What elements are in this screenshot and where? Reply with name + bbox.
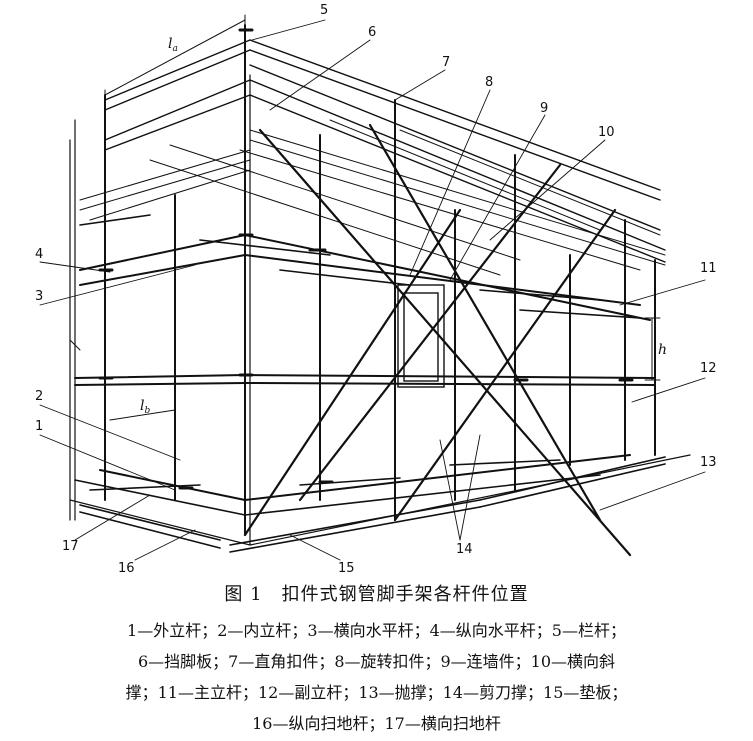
base-plates [74,456,666,553]
callout-10: 10 [598,125,615,140]
callout-3: 3 [35,289,43,304]
longitudinal-ledgers [74,234,656,501]
figure-title: 图 1 扣件式钢管脚手架各杆件位置 [224,584,529,605]
transverse-ledgers [79,214,641,491]
callout-numbers: 1 2 3 4 5 6 7 8 9 10 11 12 13 14 15 16 1… [35,3,717,576]
dimension-label-h: h [658,342,667,358]
callout-1: 1 [35,419,43,434]
callout-leaders [39,19,706,561]
svg-text:lb: lb [140,398,150,416]
callout-7: 7 [442,55,450,70]
callout-15: 15 [338,561,355,575]
callout-13: 13 [700,455,717,470]
callout-5: 5 [320,3,328,18]
legend-line-1: 1—外立杆；2—内立杆；3—横向水平杆；4—纵向水平杆；5—栏杆； [127,621,626,640]
vertical-posts [104,24,656,536]
window-opening [397,284,445,388]
callout-17: 17 [62,539,79,554]
railing-top [104,39,666,263]
scaffold-drawing: 1 2 3 4 5 6 7 8 9 10 11 12 13 14 15 16 1… [35,3,717,576]
dimension-label-lb: lb [140,398,150,416]
building-outline [69,74,691,546]
callout-9: 9 [540,101,548,116]
callout-14: 14 [456,542,473,557]
callout-4: 4 [35,247,43,262]
callout-16: 16 [118,561,135,575]
callout-11: 11 [700,261,717,276]
couplers [98,28,634,490]
callout-12: 12 [700,361,717,376]
svg-text:la: la [168,36,178,54]
legend-line-2: 6—挡脚板；7—直角扣件；8—旋转扣件；9—连墙件；10—横向斜 [137,652,616,671]
legend-line-3: 撑；11—主立杆；12—副立杆；13—抛撑；14—剪刀撑；15—垫板； [125,683,628,702]
callout-2: 2 [35,389,43,404]
dimension-label-la: la [168,36,178,54]
legend-line-4: 16—纵向扫地杆；17—横向扫地杆 [252,714,501,733]
scissor-braces [243,123,632,557]
callout-6: 6 [368,25,376,40]
callout-8: 8 [485,75,493,90]
dimension-lines [69,14,661,421]
